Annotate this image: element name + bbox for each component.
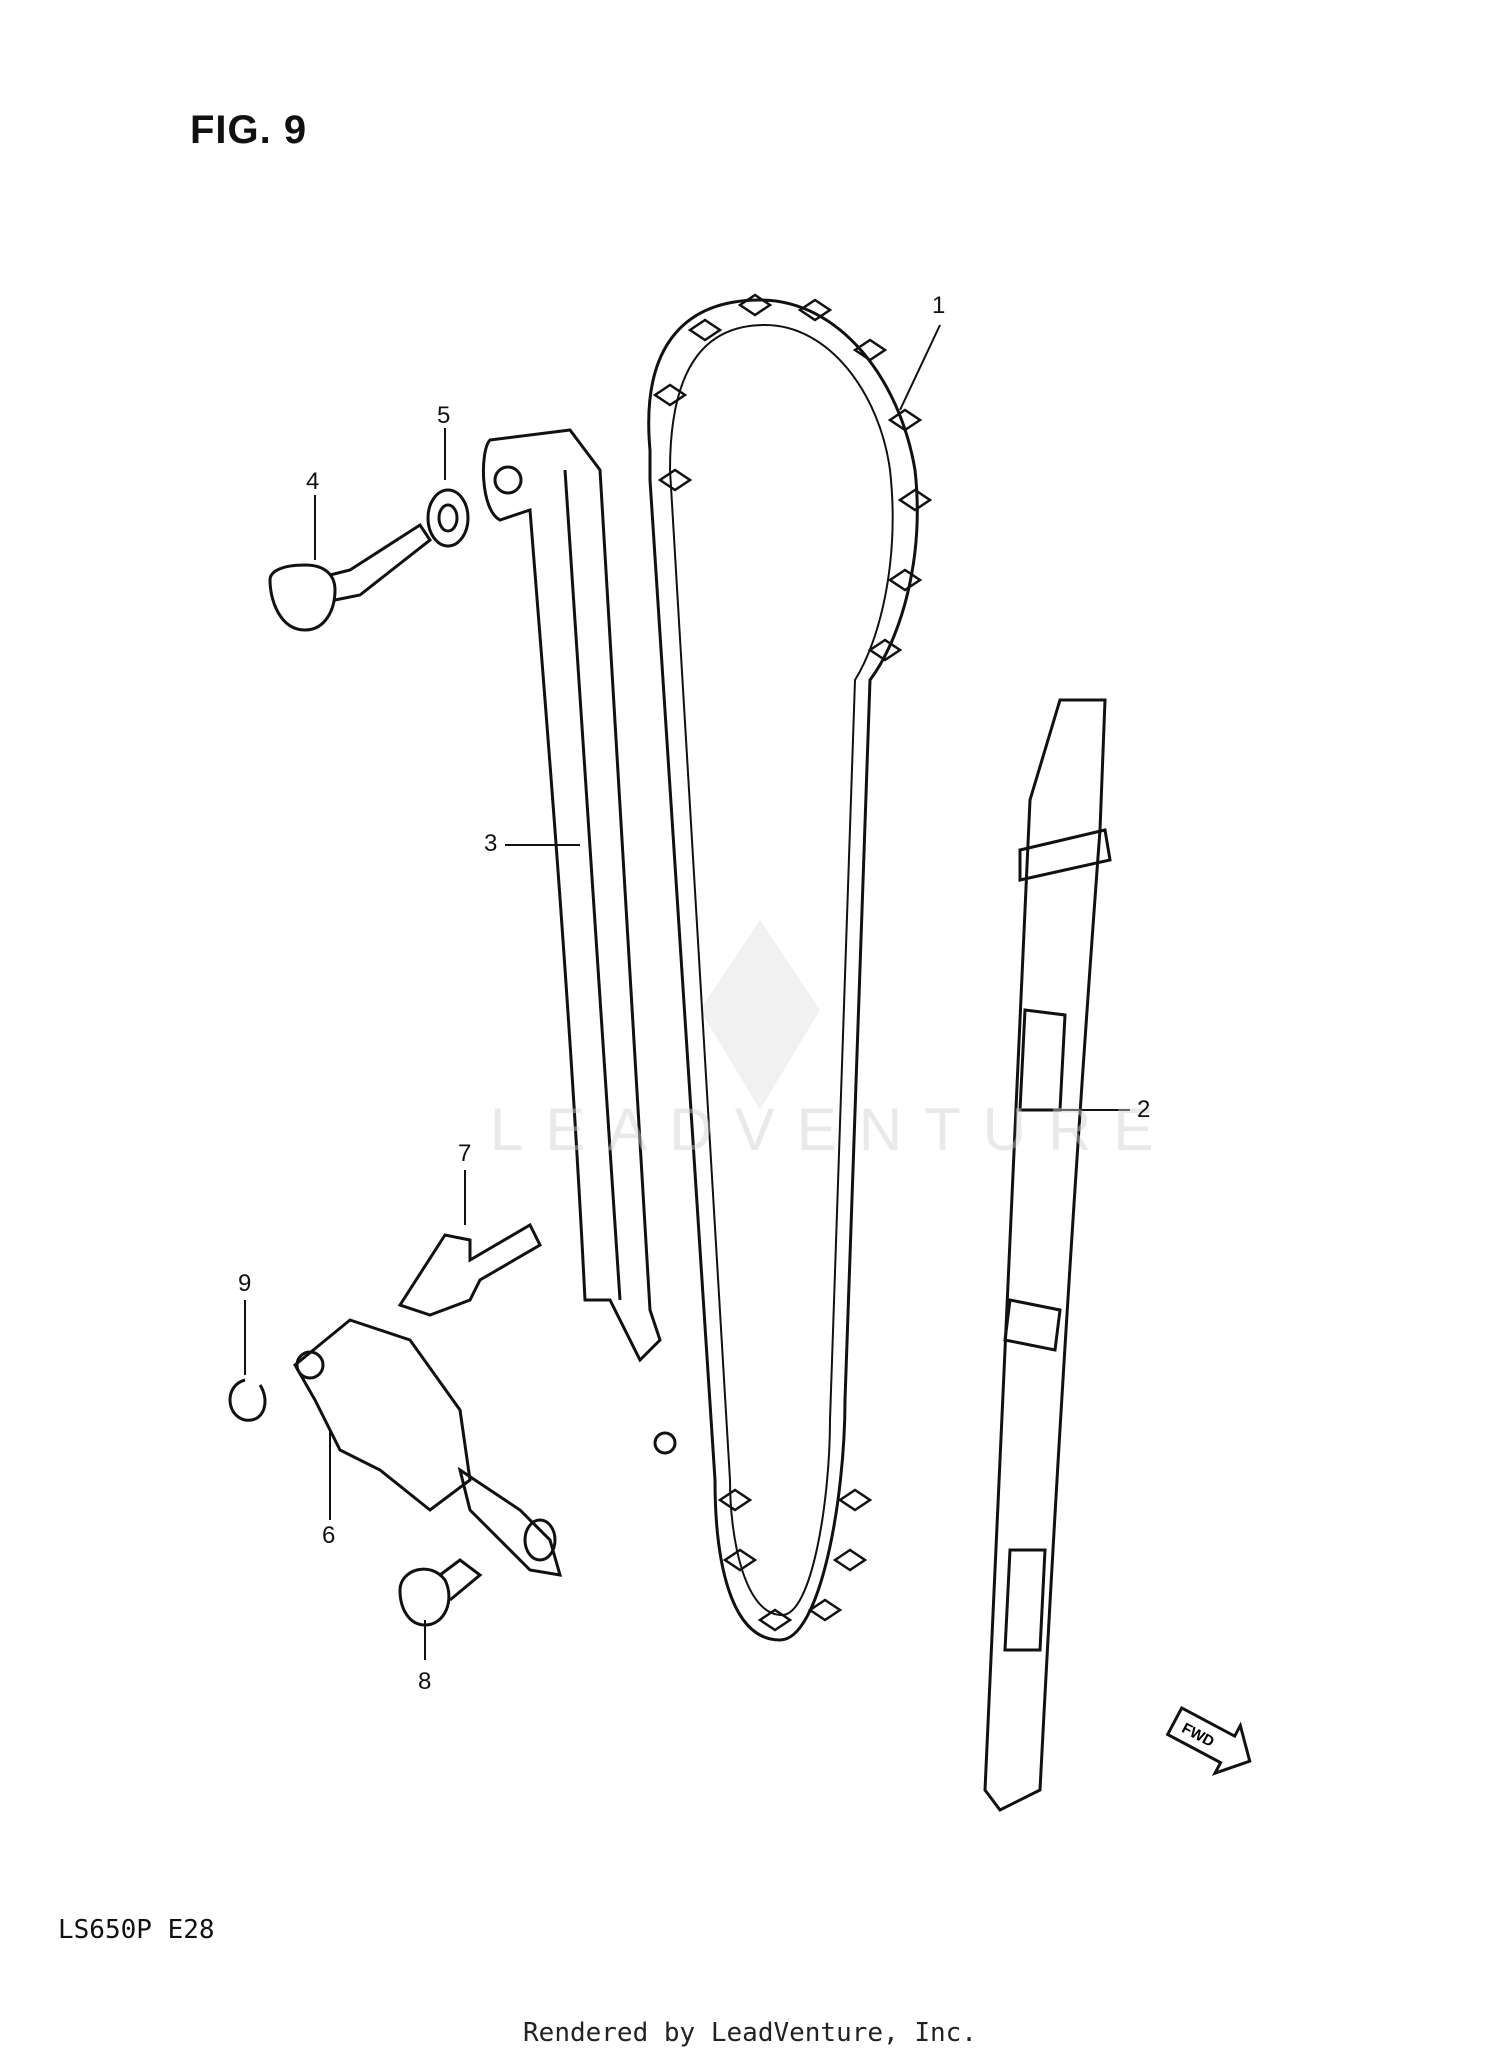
callout-9: 9: [238, 1270, 252, 1297]
watermark-emblem: [700, 920, 820, 1110]
chain-links: [652, 293, 933, 1632]
callout-3: 3: [484, 830, 498, 857]
stud-bolt: [397, 1222, 542, 1317]
figure-title: FIG. 9: [190, 108, 308, 152]
guide-bolt: [268, 522, 433, 632]
callout-leaders: [244, 324, 1130, 1660]
forward-arrow-icon: FWD: [1165, 1705, 1252, 1776]
watermark-text: LEADVENTURE: [490, 1096, 1176, 1163]
chain-tensioner: [293, 1318, 563, 1577]
callout-6: 6: [322, 1522, 336, 1549]
callout-7: 7: [458, 1140, 472, 1167]
footer-credit: Rendered by LeadVenture, Inc.: [523, 2018, 977, 2048]
chain-guide: [983, 698, 1112, 1812]
callout-8: 8: [418, 1668, 432, 1695]
callout-5: 5: [437, 402, 451, 429]
chain-tensioner-guide: [481, 428, 677, 1455]
cam-chain: [647, 293, 933, 1642]
callout-1: 1: [932, 292, 946, 319]
callout-4: 4: [306, 468, 320, 495]
circlip: [228, 1378, 267, 1422]
model-code: LS650P E28: [58, 1915, 215, 1945]
callout-2: 2: [1137, 1096, 1151, 1123]
tensioner-bolt: [398, 1558, 483, 1627]
washer: [426, 488, 470, 548]
